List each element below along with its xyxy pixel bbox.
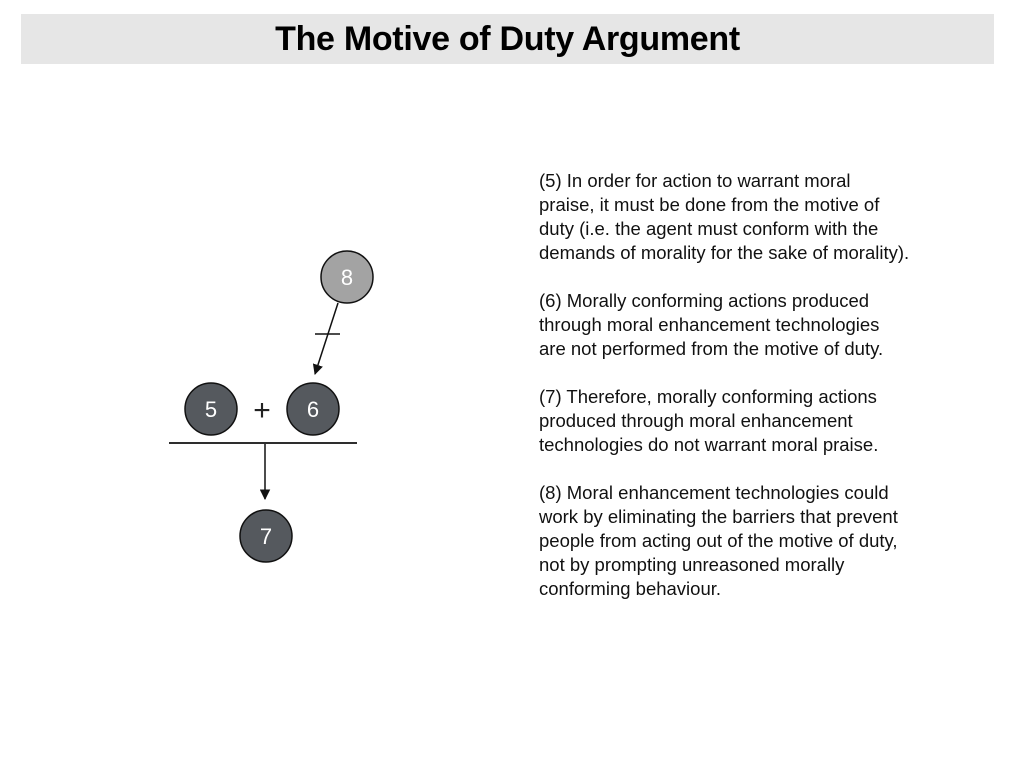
node-8-label: 8 — [341, 265, 353, 290]
title-bar: The Motive of Duty Argument — [21, 14, 994, 64]
node-6: 6 — [286, 382, 340, 436]
node-7-label: 7 — [260, 524, 272, 549]
premise-8: (8) Moral enhancement technologies could… — [539, 482, 898, 599]
premise-6: (6) Morally conforming actions produced … — [539, 290, 884, 359]
node-7: 7 — [239, 509, 293, 563]
node-5: 5 — [184, 382, 238, 436]
node-5-label: 5 — [205, 397, 217, 422]
node-6-label: 6 — [307, 397, 319, 422]
plus-sign: + — [253, 394, 271, 427]
node-8: 8 — [320, 250, 374, 304]
objection-arrow — [312, 302, 339, 375]
premise-7: (7) Therefore, morally conforming action… — [539, 386, 879, 455]
slide-title: The Motive of Duty Argument — [275, 19, 740, 58]
premise-5: (5) In order for action to warrant moral… — [539, 170, 910, 263]
premises-panel: (5) In order for action to warrant moral… — [539, 169, 979, 625]
